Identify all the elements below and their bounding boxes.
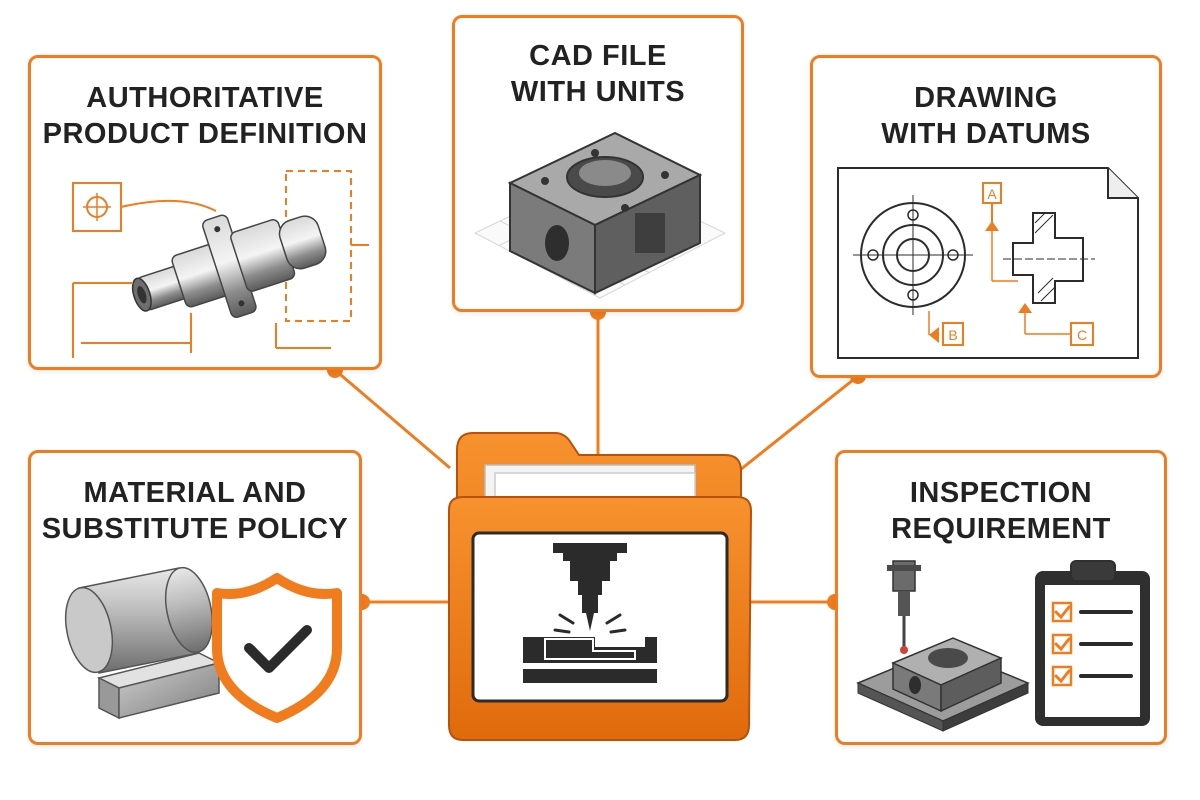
card-inspection: INSPECTION REQUIREMENT (835, 450, 1167, 745)
title-line-1: INSPECTION (909, 477, 1093, 509)
datum-a-label: A (987, 186, 997, 202)
title-line-1: CAD FILE (529, 40, 667, 72)
datum-b-label: B (948, 327, 957, 343)
cnc-machining-icon (523, 543, 657, 683)
title-line-2: WITH UNITS (510, 76, 686, 108)
datum-c-label: C (1077, 327, 1087, 343)
card-drawing: DRAWING WITH DATUMS A B C (810, 55, 1162, 378)
title-line-1: DRAWING (914, 82, 1058, 114)
folder-hub-icon (448, 432, 753, 741)
card-product-definition: AUTHORITATIVE PRODUCT DEFINITION (28, 55, 382, 370)
card-title: CAD FILE WITH UNITS (455, 38, 741, 110)
card-title: INSPECTION REQUIREMENT (838, 475, 1164, 547)
cad-block-icon (473, 131, 727, 299)
title-line-2: REQUIREMENT (891, 513, 1111, 545)
title-line-2: WITH DATUMS (881, 118, 1091, 150)
material-stock-icon (64, 566, 342, 723)
shaft-part-icon (72, 170, 369, 358)
card-material-policy: MATERIAL AND SUBSTITUTE POLICY (28, 450, 362, 745)
technical-drawing-icon: A B C (837, 167, 1139, 359)
card-cad-file: CAD FILE WITH UNITS (452, 15, 744, 312)
inspection-checklist-icon (856, 560, 1150, 732)
title-line-2: PRODUCT DEFINITION (42, 118, 368, 150)
title-line-2: SUBSTITUTE POLICY (41, 513, 349, 545)
title-line-1: MATERIAL AND (83, 477, 307, 509)
connector-product (334, 368, 451, 470)
card-title: MATERIAL AND SUBSTITUTE POLICY (31, 475, 359, 547)
card-title: AUTHORITATIVE PRODUCT DEFINITION (31, 80, 379, 152)
connector-drawing (739, 374, 859, 472)
title-line-1: AUTHORITATIVE (86, 82, 324, 114)
card-title: DRAWING WITH DATUMS (813, 80, 1159, 152)
